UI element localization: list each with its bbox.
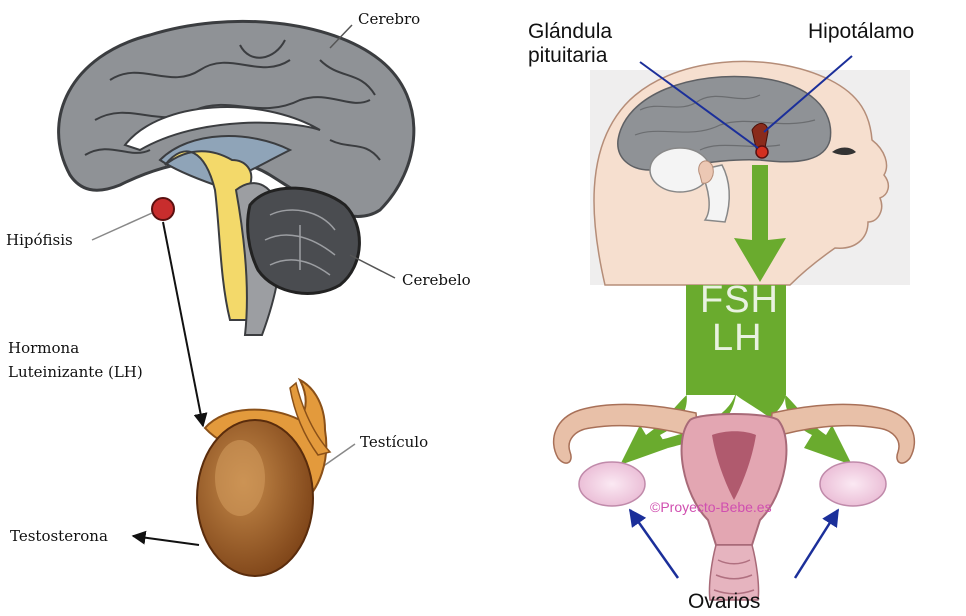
label-testosterona: Testosterona (10, 527, 108, 545)
ovarios-arrow-right (795, 510, 838, 578)
testosterona-arrow (133, 536, 199, 545)
left-panel: Cerebro Hipófisis Cerebelo Hormona Lutei… (6, 10, 471, 576)
hipofisis-leader (92, 213, 152, 240)
label-hormona-line1: Hormona (8, 339, 79, 357)
lh-arrow (163, 222, 203, 426)
watermark: ©Proyecto-Bebe.es (650, 499, 772, 515)
label-ovarios: Ovarios (688, 590, 760, 613)
label-fsh: FSH (700, 279, 779, 321)
right-panel: Glándula pituitaria Hipotálamo FSH LH ©P… (528, 20, 914, 613)
label-hipofisis: Hipófisis (6, 231, 73, 249)
hipofisis-gland (152, 198, 174, 220)
cerebellum (248, 188, 360, 293)
label-cerebro: Cerebro (358, 10, 420, 28)
label-glandula-line1: Glándula (528, 20, 612, 43)
ovarios-arrow-left (630, 510, 678, 578)
ovary-left (579, 462, 645, 506)
cerebelo-leader (350, 255, 395, 278)
label-testiculo: Testículo (360, 433, 428, 451)
ovary-right (820, 462, 886, 506)
ear (699, 161, 714, 183)
label-lh: LH (712, 317, 763, 359)
label-hipotalamo: Hipotálamo (808, 20, 914, 43)
label-hormona-line2: Luteinizante (LH) (8, 363, 143, 381)
testis-highlight (215, 440, 265, 516)
label-cerebelo: Cerebelo (402, 271, 471, 289)
label-glandula-line2: pituitaria (528, 44, 608, 67)
